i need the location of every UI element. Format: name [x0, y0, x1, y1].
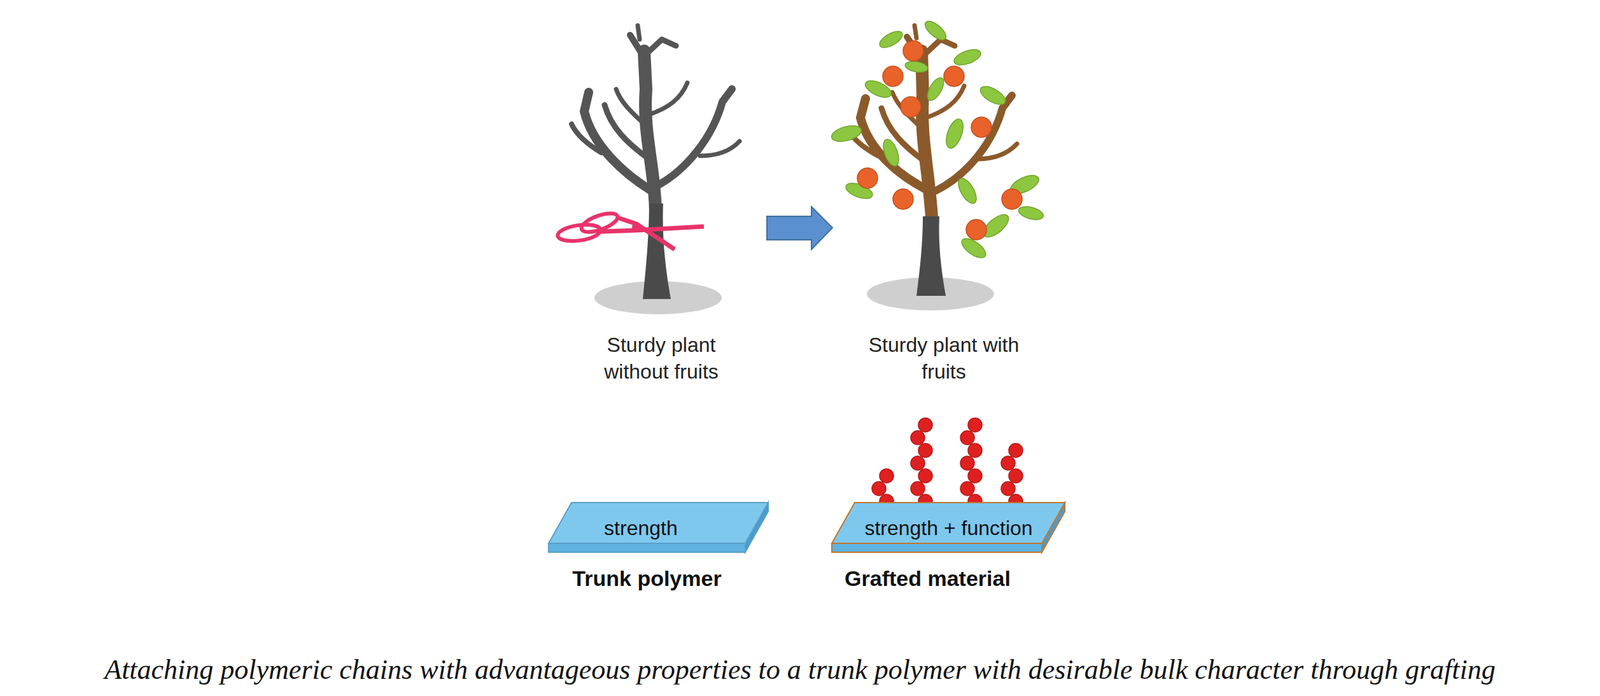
tree-label: Sturdy plant with fruits: [864, 331, 1024, 386]
monomer-bead: [918, 443, 933, 458]
monomer-bead: [968, 469, 983, 484]
monomer-bead: [918, 469, 933, 484]
monomer-bead: [960, 430, 975, 445]
polymer-slab: strengthTrunk polymer: [548, 502, 769, 553]
material-name: Trunk polymer: [572, 566, 722, 592]
monomer-bead: [879, 469, 894, 484]
caption-text: Attaching polymeric chains with advantag…: [104, 654, 1496, 686]
monomer-bead: [960, 456, 975, 471]
monomer-bead: [1008, 443, 1023, 458]
monomer-bead: [910, 456, 925, 471]
monomer-bead: [1001, 456, 1016, 471]
arrow: [766, 206, 833, 250]
material-name: Grafted material: [844, 566, 1011, 592]
monomer-bead: [1008, 469, 1023, 484]
fruit-tree: [829, 17, 1046, 311]
bare-tree: [571, 25, 740, 315]
slab-label: strength + function: [864, 516, 1033, 541]
monomer-bead: [960, 481, 975, 496]
scissors: [556, 209, 704, 250]
monomer-bead: [968, 418, 983, 433]
monomer-bead: [871, 481, 886, 496]
monomer-bead: [918, 418, 933, 433]
polymer-slab: strength + functionGrafted material: [831, 502, 1065, 553]
monomer-bead: [1001, 481, 1016, 496]
tree-label: Sturdy plant without fruits: [581, 331, 741, 386]
monomer-bead: [910, 481, 925, 496]
slab-label: strength: [603, 516, 678, 541]
monomer-bead: [910, 430, 925, 445]
figure-caption: Attaching polymeric chains with advantag…: [0, 653, 1600, 687]
monomer-bead: [968, 443, 983, 458]
